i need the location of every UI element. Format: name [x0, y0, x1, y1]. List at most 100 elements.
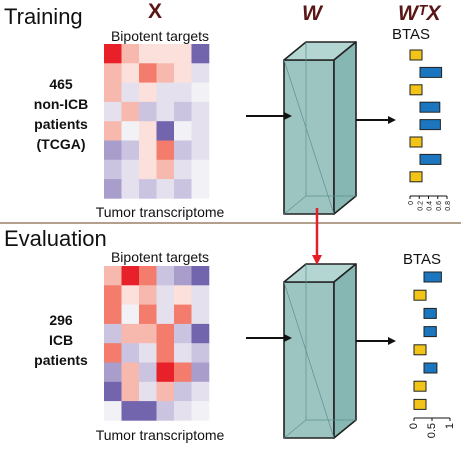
heatmap-cell	[121, 266, 140, 286]
training-group-line: 465	[49, 76, 73, 92]
heatmap-cell	[156, 362, 175, 383]
heatmap-cell	[174, 179, 192, 199]
heatmap-cell	[104, 179, 122, 199]
heatmap-cell	[139, 121, 157, 141]
heatmap-cell	[121, 44, 140, 64]
heatmap-cell	[191, 179, 210, 199]
heatmap-cell	[139, 401, 157, 421]
heatmap-cell	[139, 362, 157, 383]
btas-bar	[409, 84, 423, 96]
heatmap-cell	[104, 159, 122, 180]
evaluation-w-box	[283, 263, 357, 439]
heatmap-cell	[191, 140, 210, 161]
heatmap-cell	[174, 323, 192, 344]
arrows-layer	[246, 112, 396, 345]
heatmap-cell	[191, 401, 210, 421]
heatmap-cell	[139, 140, 157, 161]
heatmap-cell	[156, 82, 175, 103]
evaluation-heatmap	[104, 266, 210, 421]
heatmap-cell	[156, 101, 175, 122]
heatmap-cell	[156, 179, 175, 199]
heatmap-cell	[104, 82, 122, 103]
heatmap-cell	[104, 44, 122, 64]
heatmap-cell	[191, 304, 210, 325]
heatmap-cell	[156, 381, 175, 402]
heatmap-cell	[121, 159, 140, 180]
x-column-header: X	[148, 0, 163, 23]
wtx-column-header: WᵀX	[398, 2, 441, 25]
btas-bar	[419, 66, 443, 78]
heatmap-cell	[104, 140, 122, 161]
heatmap-cell	[104, 323, 122, 344]
heatmap-cell	[174, 82, 192, 103]
btas-bar	[419, 101, 441, 113]
evaluation-heatmap-title: Bipotent targets	[110, 249, 210, 265]
btas-axis-tick-label: 0.8	[445, 201, 452, 211]
heatmap-cell	[104, 101, 122, 122]
training-title: Training	[4, 4, 83, 29]
evaluation-group-line: ICB	[48, 332, 74, 348]
training-w-box	[283, 41, 357, 215]
heatmap-cell	[121, 101, 140, 122]
btas-axis-tick-label: 0.6	[436, 201, 443, 211]
heatmap-cell	[191, 343, 210, 363]
heatmap-cell	[104, 381, 122, 402]
heatmap-cell	[139, 304, 157, 325]
heatmap-cell	[139, 266, 157, 286]
heatmap-cell	[104, 401, 122, 421]
heatmaps-layer	[104, 44, 210, 421]
heatmap-cell	[139, 82, 157, 103]
heatmap-cell	[121, 323, 140, 344]
btas-bar	[413, 344, 427, 356]
heatmap-cell	[121, 140, 140, 161]
w-column-header: W	[302, 2, 322, 25]
heatmap-cell	[174, 343, 192, 363]
btas-bar	[409, 136, 423, 148]
w-box-hidden-edge	[283, 195, 307, 215]
heatmap-cell	[191, 101, 210, 122]
training-btas-label: BTAS	[392, 26, 431, 43]
btas-axis-tick-label: 0	[408, 423, 420, 429]
w-box-hidden-edge	[283, 419, 307, 439]
heatmap-cell	[121, 381, 140, 402]
heatmap-cell	[139, 179, 157, 199]
heatmap-cell	[174, 159, 192, 180]
training-group-label: 465 non-ICB patients (TCGA)	[30, 74, 92, 154]
w-box-diagonal	[283, 281, 335, 439]
heatmap-cell	[139, 381, 157, 402]
btas-bar	[419, 153, 442, 165]
heatmap-cell	[191, 159, 210, 180]
training-heatmap	[104, 44, 210, 199]
btas-bar	[419, 119, 441, 131]
heatmap-cell	[191, 323, 210, 344]
heatmap-cell	[174, 285, 192, 305]
evaluation-group-label: 296 ICB patients	[30, 310, 92, 370]
heatmap-cell	[104, 362, 122, 383]
btas-axis-tick-label: 0.2	[417, 201, 424, 211]
heatmap-cell	[191, 266, 210, 286]
btas-bar	[413, 380, 427, 392]
heatmap-cell	[156, 159, 175, 180]
heatmap-cell	[104, 121, 122, 141]
heatmap-cell	[139, 323, 157, 344]
heatmap-cell	[104, 304, 122, 325]
btas-bar	[423, 307, 437, 319]
heatmap-cell	[174, 44, 192, 64]
heatmap-cell	[121, 343, 140, 363]
w-boxes-layer	[283, 41, 357, 439]
heatmap-cell	[174, 304, 192, 325]
training-group-line: patients	[34, 116, 88, 132]
heatmap-cell	[174, 140, 192, 161]
btas-bar	[413, 398, 427, 410]
heatmap-cell	[191, 381, 210, 402]
heatmap-cell	[156, 63, 175, 83]
evaluation-title: Evaluation	[4, 226, 107, 251]
heatmap-cell	[156, 401, 175, 421]
heatmap-cell	[174, 266, 192, 286]
w-box-side-face	[333, 41, 357, 215]
